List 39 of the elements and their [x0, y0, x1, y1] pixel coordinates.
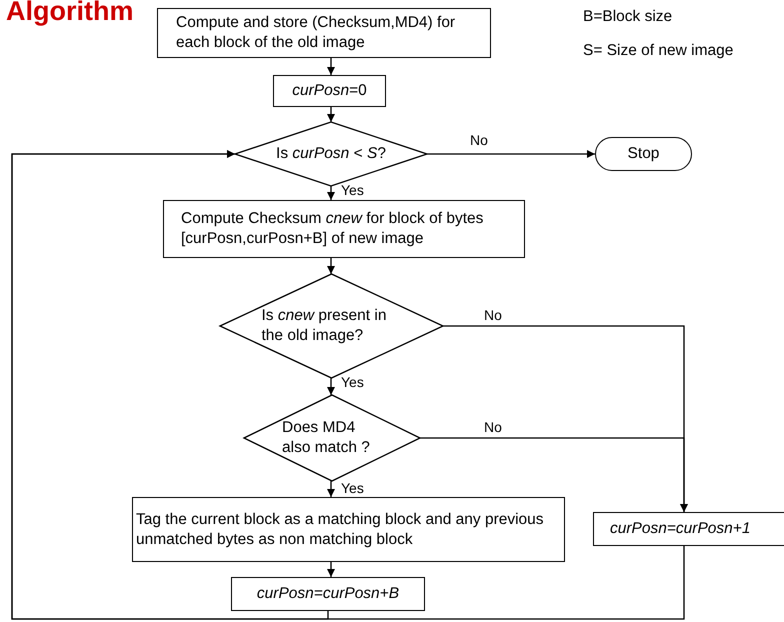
process-box: [593, 512, 784, 546]
node-text: curPosn=curPosn+B: [256, 584, 400, 604]
title: Algorithm: [6, 0, 134, 27]
process-box: [273, 75, 386, 107]
node-text: Tag the current block as a matching block and any previous unmatched bytes as non matching block: [136, 510, 545, 550]
edge-label: Yes: [341, 374, 364, 390]
node-text: Does MD4 also match ?: [282, 418, 371, 458]
edge-label: No: [484, 419, 502, 435]
edge-label: No: [470, 132, 488, 148]
arrow: [327, 58, 335, 75]
process-box: [132, 497, 565, 562]
arrow: [327, 107, 335, 122]
arrow: [420, 437, 688, 512]
arrow: [327, 481, 335, 497]
arrow: [427, 150, 595, 158]
decision-diamond: [220, 274, 443, 378]
edge-label: Yes: [341, 182, 364, 198]
arrow: [11, 150, 685, 620]
node-text: curPosn=0: [292, 81, 367, 101]
terminal-box: [595, 137, 692, 171]
note: B=Block size: [583, 8, 672, 26]
edge-label: No: [484, 307, 502, 323]
decision-diamond: [244, 395, 420, 481]
node-text: Stop: [628, 144, 660, 164]
arrow: [327, 378, 335, 395]
arrow: [327, 186, 335, 200]
node-text: Compute and store (Checksum,MD4) for each block of the old image: [176, 13, 456, 53]
process-box: [157, 8, 491, 58]
note: S= Size of new image: [583, 42, 734, 60]
arrow: [327, 258, 335, 274]
node-text: curPosn=curPosn+1: [610, 519, 750, 539]
process-box: [163, 200, 525, 258]
node-text: Is curPosn < S?: [276, 144, 386, 164]
arrow: [327, 562, 335, 577]
decision-diamond: [235, 122, 427, 186]
edge-label: Yes: [341, 480, 364, 496]
node-text: Compute Checksum cnew for block of bytes [curPosn,curPosn+B] of new image: [181, 209, 484, 249]
process-box: [231, 577, 425, 611]
node-text: Is cnew present in the old image?: [262, 306, 388, 346]
